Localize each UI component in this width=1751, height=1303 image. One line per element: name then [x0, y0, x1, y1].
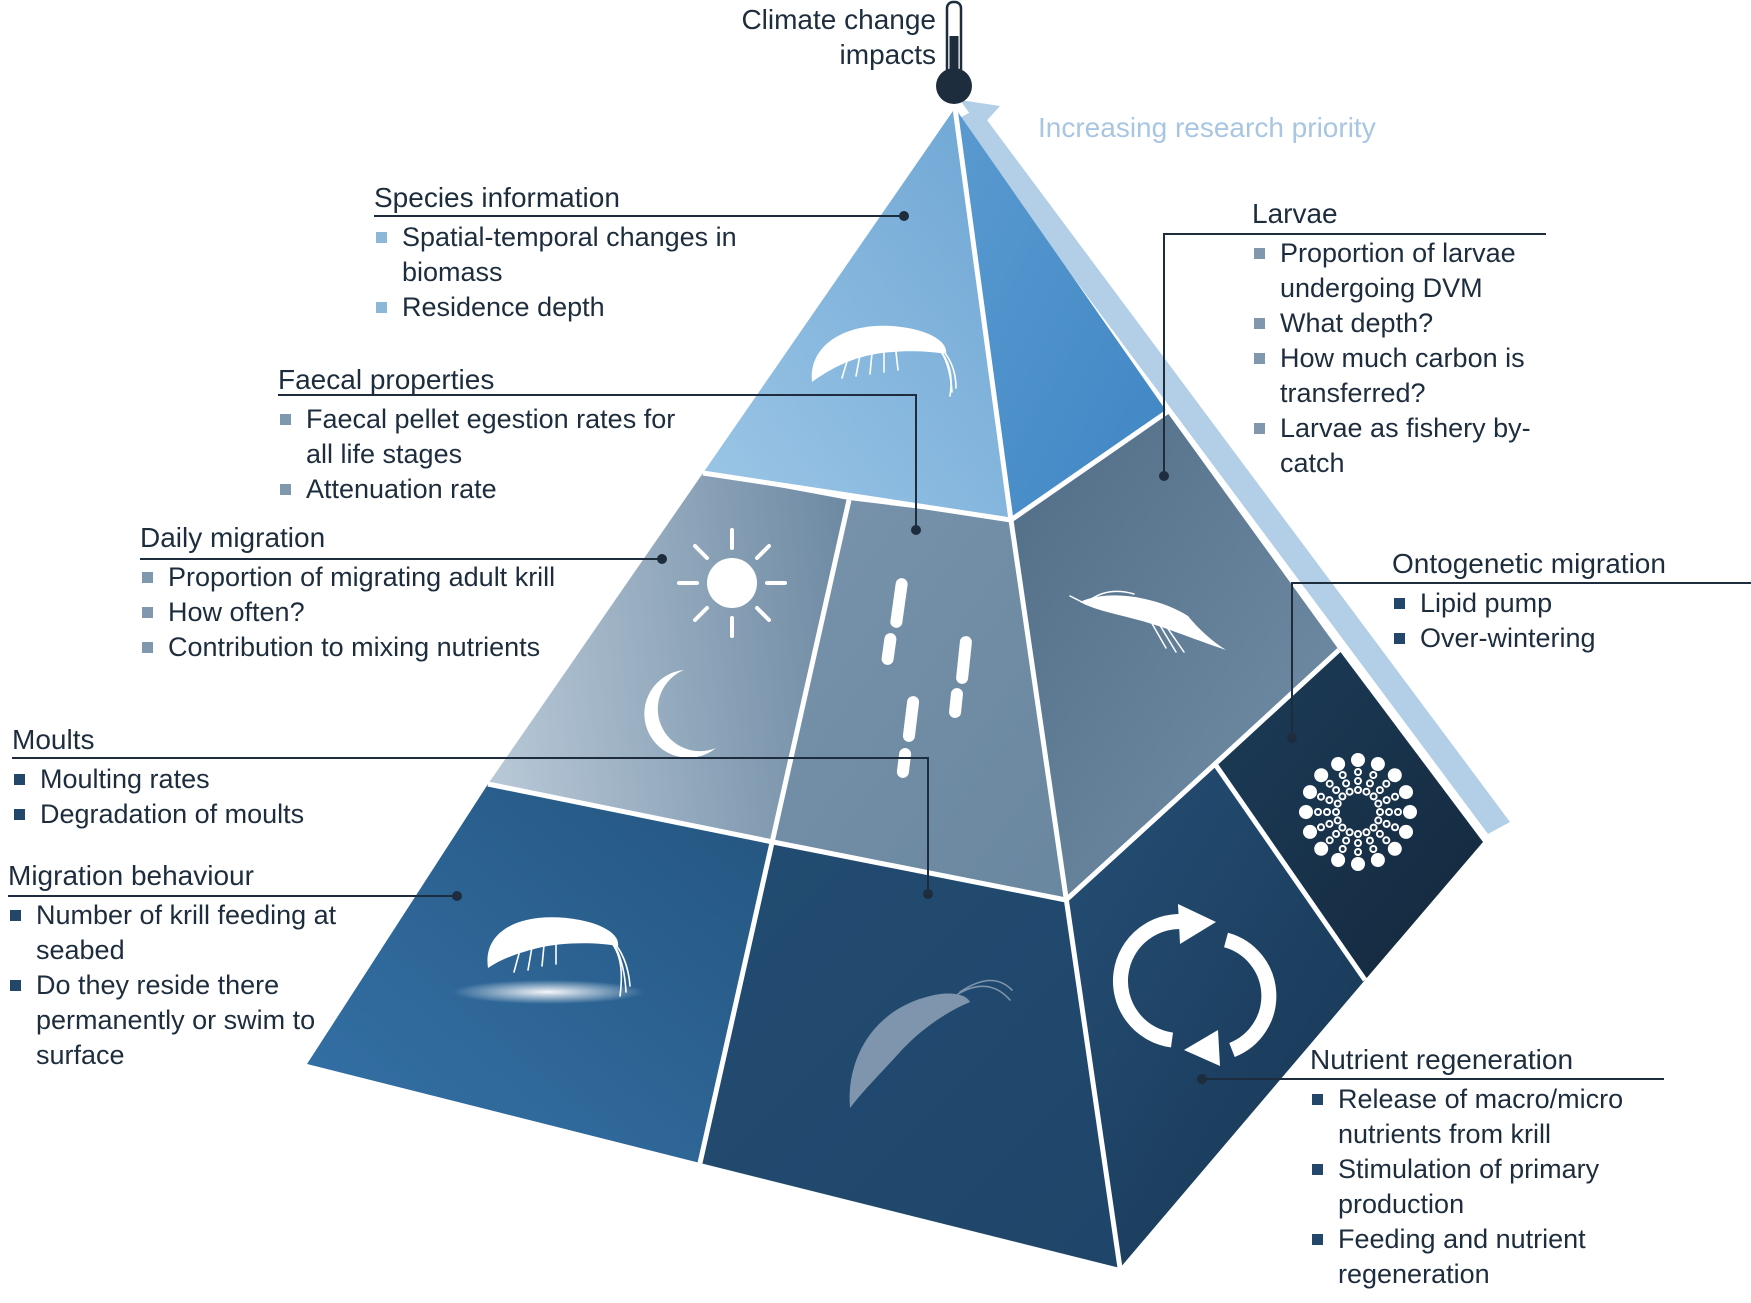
list-item: Degradation of moults	[12, 797, 412, 832]
face-bottom-center	[700, 842, 1120, 1268]
nutrient-title: Nutrient regeneration	[1310, 1044, 1574, 1075]
species-list: Spatial-temporal changes in biomass Resi…	[374, 220, 774, 325]
face-separators	[487, 107, 1368, 1269]
list-item: How often?	[140, 595, 610, 630]
priority-label: Increasing research priority	[1038, 112, 1376, 143]
face-mid-left	[488, 473, 849, 842]
faecal-title: Faecal properties	[278, 364, 495, 395]
list-item: Larvae as fishery by-catch	[1252, 411, 1552, 481]
list-item: Do they reside there permanently or swim…	[8, 968, 348, 1073]
nutrient-list: Release of macro/micro nutrients from kr…	[1310, 1082, 1650, 1292]
nutrient-block: Nutrient regeneration Release of macro/m…	[1310, 1042, 1650, 1292]
sun-icon	[677, 528, 787, 638]
daily-block: Daily migration Proportion of migrating …	[140, 520, 610, 665]
moult-icon	[849, 979, 1013, 1108]
lipid-icon	[1299, 753, 1417, 871]
migration-block: Migration behaviour Number of krill feed…	[8, 858, 348, 1073]
list-item: Proportion of larvae undergoing DVM	[1252, 236, 1552, 306]
list-item: What depth?	[1252, 306, 1552, 341]
list-item: Feeding and nutrient regeneration	[1310, 1222, 1650, 1292]
list-item: Release of macro/micro nutrients from kr…	[1310, 1082, 1650, 1152]
face-top-left	[703, 108, 1011, 520]
moon-icon	[644, 670, 716, 758]
moults-title: Moults	[12, 724, 95, 755]
larvae-block: Larvae Proportion of larvae undergoing D…	[1252, 196, 1552, 481]
daily-title: Daily migration	[140, 522, 326, 553]
leader-lines	[8, 215, 1751, 1080]
ontogenetic-list: Lipid pump Over-wintering	[1392, 586, 1722, 656]
list-item: Faecal pellet egestion rates for all lif…	[278, 402, 678, 472]
species-title: Species information	[374, 182, 620, 213]
larva-icon	[1069, 590, 1226, 653]
face-top-right	[955, 108, 1167, 520]
climate-line-2: impacts	[839, 39, 936, 70]
climate-change-label: Climate change impacts	[700, 2, 936, 72]
thermometer-icon	[936, 0, 972, 104]
ontogenetic-block: Ontogenetic migration Lipid pump Over-wi…	[1392, 546, 1722, 656]
krill-icon	[811, 325, 957, 397]
daily-list: Proportion of migrating adult krill How …	[140, 560, 610, 665]
krill-seabed-icon	[452, 917, 644, 1004]
faecal-block: Faecal properties Faecal pellet egestion…	[278, 362, 678, 507]
list-item: Stimulation of primary production	[1310, 1152, 1650, 1222]
list-item: Number of krill feeding at seabed	[8, 898, 348, 968]
larvae-list: Proportion of larvae undergoing DVM What…	[1252, 236, 1552, 481]
list-item: Over-wintering	[1392, 621, 1722, 656]
face-bottom-left	[307, 784, 773, 1163]
faecal-list: Faecal pellet egestion rates for all lif…	[278, 402, 678, 507]
larvae-title: Larvae	[1252, 198, 1338, 229]
species-block: Species information Spatial-temporal cha…	[374, 180, 774, 325]
list-item: Moulting rates	[12, 762, 412, 797]
list-item: Attenuation rate	[278, 472, 678, 507]
moults-block: Moults Moulting rates Degradation of mou…	[12, 722, 412, 832]
recycle-icon	[1112, 904, 1277, 1066]
list-item: Spatial-temporal changes in biomass	[374, 220, 774, 290]
list-item: Lipid pump	[1392, 586, 1722, 621]
list-item: How much carbon is transferred?	[1252, 341, 1552, 411]
face-mid-center	[773, 500, 1066, 900]
face-mid-right	[1011, 412, 1339, 900]
leader-dots	[452, 211, 1297, 1084]
face-bottom-right	[1066, 764, 1365, 1268]
migration-list: Number of krill feeding at seabed Do the…	[8, 898, 348, 1073]
climate-line-1: Climate change	[741, 4, 936, 35]
priority-arrow	[956, 100, 1510, 834]
list-item: Residence depth	[374, 290, 774, 325]
face-bottom-far-right	[1215, 650, 1483, 980]
migration-title: Migration behaviour	[8, 860, 254, 891]
list-item: Proportion of migrating adult krill	[140, 560, 610, 595]
ontogenetic-title: Ontogenetic migration	[1392, 548, 1666, 579]
moults-list: Moulting rates Degradation of moults	[12, 762, 412, 832]
list-item: Contribution to mixing nutrients	[140, 630, 610, 665]
faecal-pellet-icon	[881, 578, 972, 778]
